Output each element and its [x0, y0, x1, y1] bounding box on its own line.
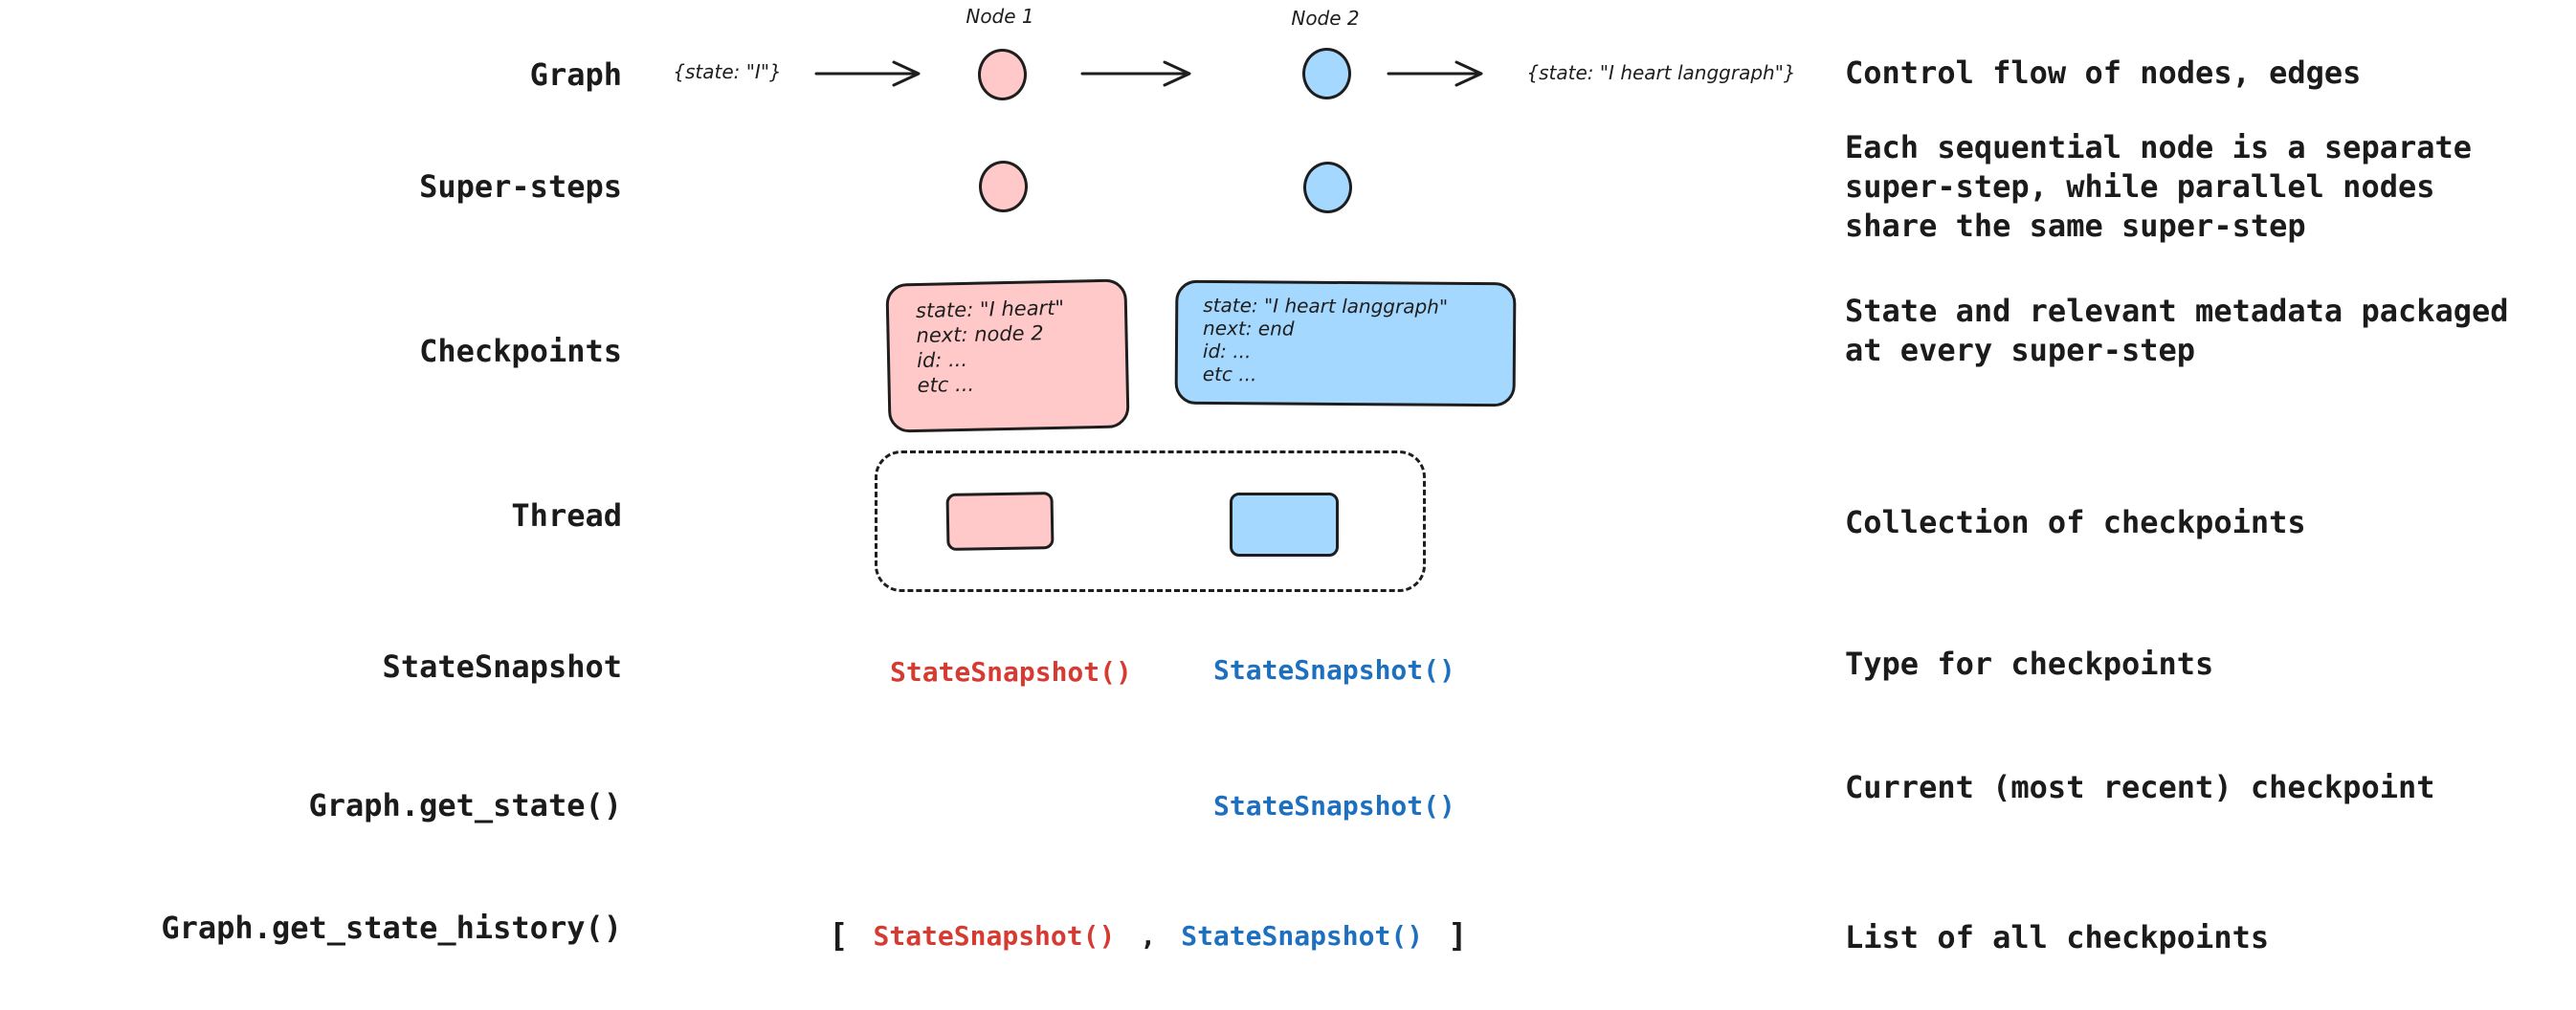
thread-checkpoint-pink	[945, 492, 1055, 551]
input-state-text: {state: "I"}	[673, 60, 782, 83]
row-label-super-steps: Super-steps	[419, 168, 622, 205]
get-state-result-call: StateSnapshot()	[1213, 790, 1455, 822]
checkpoint-box-node2: state: "I heart langgraph" next: end id:…	[1174, 279, 1517, 407]
row-label-graph: Graph	[529, 56, 622, 93]
row-description-graph: Control flow of nodes, edges	[1845, 55, 2362, 91]
list-comma: ,	[1140, 920, 1157, 952]
row-label-checkpoints: Checkpoints	[419, 333, 622, 369]
list-close-bracket: ]	[1448, 917, 1468, 955]
node1-circle	[978, 49, 1027, 100]
statesnapshot-call-red: StateSnapshot()	[890, 656, 1132, 688]
node1-label: Node 1	[966, 5, 1034, 28]
arrow-icon	[814, 60, 921, 87]
row-description-super-steps: Each sequential node is a separate super…	[1845, 129, 2473, 244]
row-description-get-state: Current (most recent) checkpoint	[1845, 769, 2435, 805]
checkpoint-box-node1: state: "I heart" next: node 2 id: ... et…	[885, 278, 1130, 433]
super-step-node2-circle	[1303, 162, 1352, 213]
row-description-get-state-history: List of all checkpoints	[1845, 919, 2270, 955]
row-label-get-state-history: Graph.get_state_history()	[161, 910, 622, 946]
thread-dashed-box	[875, 450, 1426, 592]
thread-checkpoint-blue	[1230, 493, 1339, 557]
row-description-checkpoints: State and relevant metadata packaged at …	[1845, 293, 2509, 368]
row-label-statesnapshot: StateSnapshot	[382, 648, 622, 685]
history-call-red: StateSnapshot()	[873, 920, 1116, 952]
row-label-thread: Thread	[511, 497, 622, 534]
arrow-icon	[1387, 60, 1483, 87]
output-state-text: {state: "I heart langgraph"}	[1526, 61, 1796, 84]
node2-circle	[1302, 48, 1351, 99]
node2-label: Node 2	[1291, 7, 1360, 30]
row-label-get-state: Graph.get_state()	[308, 787, 622, 823]
get-state-history-result-list: [ StateSnapshot() , StateSnapshot() ]	[829, 920, 1468, 953]
super-step-node1-circle	[979, 161, 1028, 212]
history-call-blue: StateSnapshot()	[1181, 920, 1424, 952]
row-description-thread: Collection of checkpoints	[1845, 504, 2306, 540]
arrow-icon	[1080, 60, 1191, 87]
list-open-bracket: [	[829, 917, 849, 955]
statesnapshot-call-blue: StateSnapshot()	[1213, 654, 1455, 686]
row-description-statesnapshot: Type for checkpoints	[1845, 646, 2214, 682]
